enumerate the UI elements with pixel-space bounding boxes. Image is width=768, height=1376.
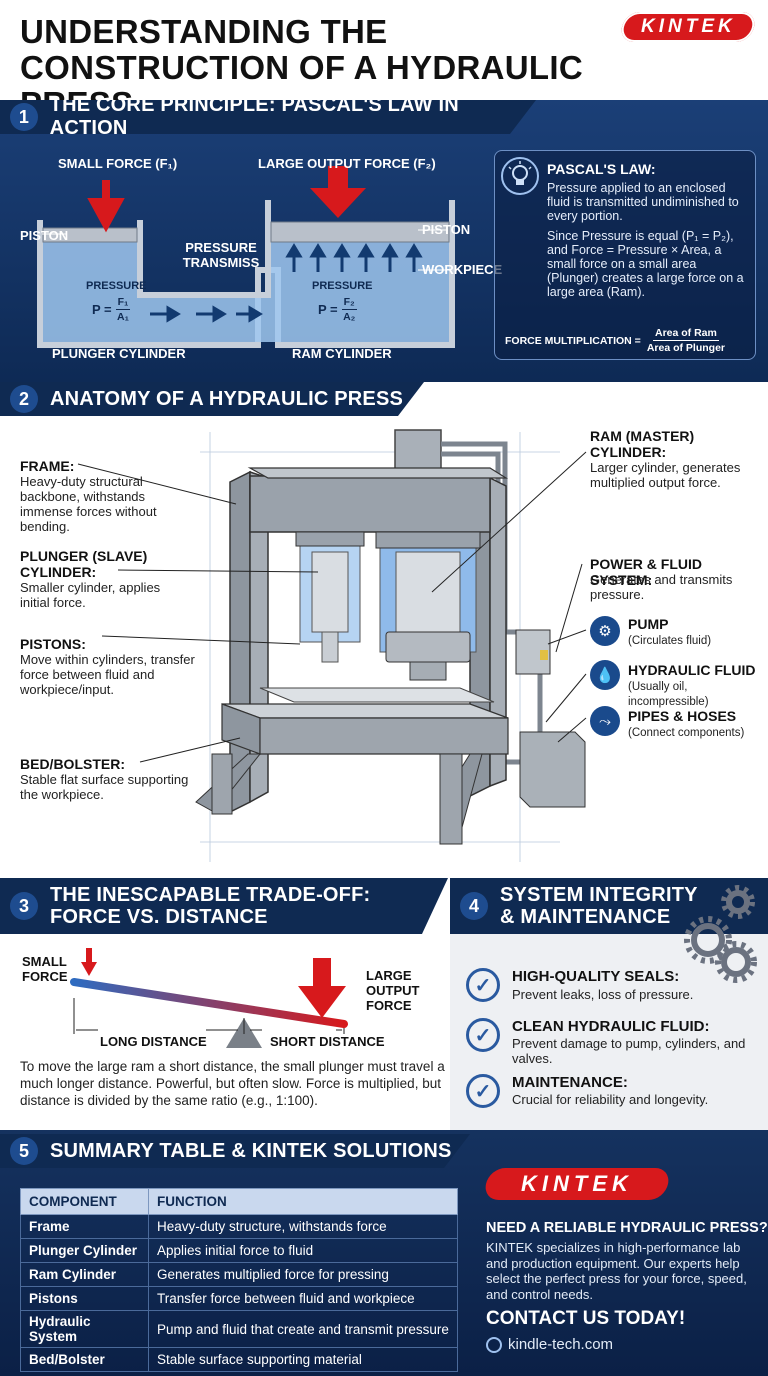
pistons-callout-desc: Move within cylinders, transfer force be… (20, 652, 195, 697)
fluid-drop-icon: 💧 (590, 660, 620, 690)
pistons-callout-title: PISTONS: (20, 636, 86, 652)
gears-icon (684, 885, 757, 983)
section-number: 4 (460, 892, 488, 920)
maintenance-desc: Crucial for reliability and longevity. (512, 1092, 709, 1107)
contact-us-link[interactable]: CONTACT US TODAY! (486, 1308, 686, 1329)
long-distance-label: LONG DISTANCE (100, 1034, 207, 1049)
ram-cylinder-label: RAM CYLINDER (292, 346, 392, 361)
lightbulb-icon (501, 157, 539, 195)
pipes-title: PIPES & HOSES (628, 708, 737, 724)
page-title: UNDERSTANDING THE CONSTRUCTION OF A HYDR… (20, 13, 583, 122)
table-header: COMPONENT (20, 1188, 149, 1215)
workpiece-label: WORKPIECE (422, 262, 503, 277)
plunger-callout-desc: Smaller cylinder, applies initial force. (20, 580, 161, 610)
frame-callout-title: FRAME: (20, 458, 75, 474)
pascal-law-text-1: Pressure applied to an enclosed fluid is… (547, 181, 739, 223)
table-header: FUNCTION (148, 1188, 458, 1215)
plunger-callout-title: PLUNGER (SLAVE) CYLINDER: (20, 548, 148, 580)
pressure-arrows-up (285, 243, 423, 272)
pump-desc: (Circulates fluid) (628, 635, 712, 647)
seals-desc: Prevent leaks, loss of pressure. (512, 987, 694, 1002)
section-3-banner: 3 THE INESCAPABLE TRADE-OFF: FORCE VS. D… (0, 878, 448, 934)
pressure-right-label: PRESSURE (312, 280, 373, 292)
power-callout-title: POWER & FLUID SYSTEM: (590, 556, 702, 588)
section-heading: SUMMARY TABLE & KINTEK SOLUTIONS (50, 1139, 452, 1162)
short-distance-label: SHORT DISTANCE (270, 1034, 385, 1049)
section-anatomy: 2 ANATOMY OF A HYDRAULIC PRESS (0, 382, 768, 878)
section-5-banner: 5 SUMMARY TABLE & KINTEK SOLUTIONS (0, 1134, 470, 1168)
pressure-transmiss-label: PRESSURE TRANSMISS (182, 240, 260, 270)
pump-title: PUMP (628, 616, 669, 632)
ram-callout-desc: Larger cylinder, generates multiplied ou… (590, 460, 741, 490)
section-1-banner: 1 THE CORE PRINCIPLE: PASCAL'S LAW IN AC… (0, 100, 536, 134)
piston-right-label: PISTON (422, 222, 471, 237)
maintenance-title: MAINTENANCE: (512, 1074, 628, 1091)
website-link[interactable]: kindle-tech.com (486, 1336, 613, 1353)
section-heading: ANATOMY OF A HYDRAULIC PRESS (50, 387, 404, 410)
kintek-logo: KINTEK (482, 1168, 672, 1200)
pascal-law-text-2: Since Pressure is equal (P₁ = P₂), and F… (547, 229, 744, 299)
large-force-label: LARGE OUTPUT FORCE (366, 968, 420, 1013)
section-number: 5 (10, 1137, 38, 1165)
fluid-title: HYDRAULIC FLUID (628, 662, 756, 678)
cta-text: KINTEK specializes in high-performance l… (486, 1240, 747, 1302)
fluid-desc: Prevent damage to pump, cylinders, and v… (512, 1036, 746, 1066)
cta-heading: NEED A RELIABLE HYDRAULIC PRESS? (486, 1220, 768, 1236)
website-url[interactable]: kindle-tech.com (508, 1336, 614, 1353)
section-trade-off: 3 THE INESCAPABLE TRADE-OFF: FORCE VS. D… (0, 878, 450, 1130)
section-2-banner: 2 ANATOMY OF A HYDRAULIC PRESS (0, 382, 424, 416)
section-heading: THE CORE PRINCIPLE: PASCAL'S LAW IN ACTI… (49, 94, 459, 139)
trade-off-paragraph: To move the large ram a short distance, … (20, 1059, 445, 1108)
seals-title: HIGH-QUALITY SEALS: (512, 968, 680, 985)
plunger-cylinder-label: PLUNGER CYLINDER (52, 346, 186, 361)
kintek-logo: KINTEK (618, 12, 758, 42)
pascal-law-box: PASCAL'S LAW: Pressure applied to an enc… (494, 150, 756, 360)
fluid-desc: (Usually oil, incompressible) (628, 681, 709, 708)
large-force-label: LARGE OUTPUT FORCE (F₂) (258, 156, 436, 171)
section-number: 2 (10, 385, 38, 413)
check-icon: ✓ (466, 968, 500, 1002)
section-heading: SYSTEM INTEGRITY & MAINTENANCE (500, 884, 698, 928)
pascal-diagram (37, 166, 455, 348)
section-number: 1 (10, 103, 38, 131)
pipes-desc: (Connect components) (628, 727, 745, 739)
pump-icon: ⚙ (590, 616, 620, 646)
lever-diagram (70, 948, 348, 1048)
bed-callout-desc: Stable flat surface supporting the workp… (20, 772, 189, 802)
ram-callout-title: RAM (MASTER) CYLINDER: (590, 428, 695, 460)
pressure-left-label: PRESSURE (86, 280, 147, 292)
section-number: 3 (10, 892, 38, 920)
frame-callout-desc: Heavy-duty structural backbone, withstan… (20, 474, 157, 534)
piston-left-label: PISTON (20, 228, 69, 243)
check-icon: ✓ (466, 1074, 500, 1108)
check-icon: ✓ (466, 1018, 500, 1052)
pipes-icon: ⤳ (590, 706, 620, 736)
fluid-title: CLEAN HYDRAULIC FLUID: (512, 1018, 710, 1035)
section-heading: THE INESCAPABLE TRADE-OFF: FORCE VS. DIS… (50, 884, 371, 928)
press-illustration (77, 429, 587, 862)
power-callout-desc: Generates and transmits pressure. (590, 572, 733, 602)
small-force-label: SMALL FORCE (F₁) (58, 156, 178, 171)
section-maintenance: 4 SYSTEM INTEGRITY & MAINTENANCE ✓ HIGH-… (450, 878, 768, 1130)
small-force-label: SMALL FORCE (22, 954, 68, 984)
section-summary: 5 SUMMARY TABLE & KINTEK SOLUTIONS COMPO… (0, 1130, 768, 1376)
globe-icon (486, 1336, 502, 1353)
bed-callout-title: BED/BOLSTER: (20, 756, 125, 772)
section-pascal-law: 1 THE CORE PRINCIPLE: PASCAL'S LAW IN AC… (0, 100, 768, 382)
pascal-law-title: PASCAL'S LAW: (547, 161, 656, 177)
